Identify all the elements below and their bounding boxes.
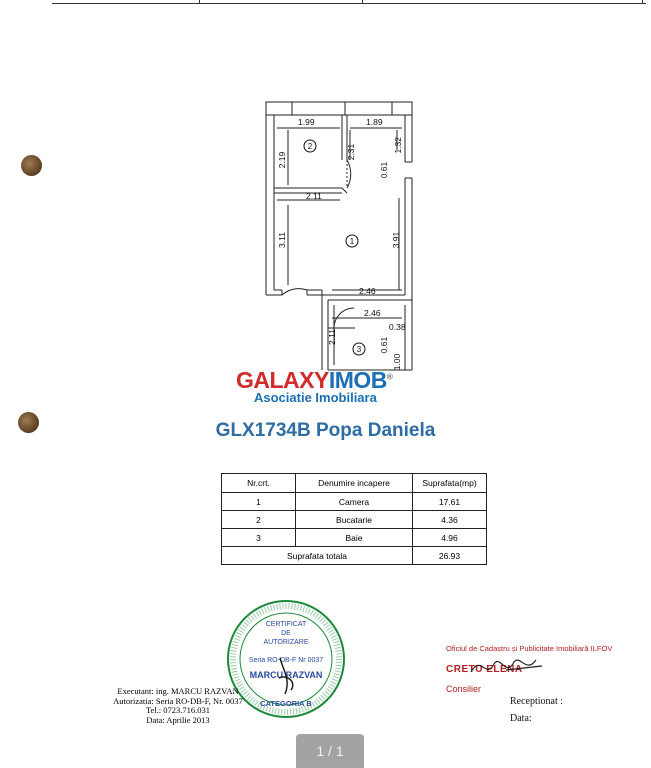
- executant-date: Data: Aprilie 2013: [146, 714, 210, 725]
- executant-name: Executant: ing. MARCU RAZVAN: [117, 686, 239, 696]
- logo-subtitle: Asociatie Imobiliara: [254, 390, 377, 405]
- authorization-stamp: CERTIFICAT DE AUTORIZARE Seria RO-DB-F N…: [227, 600, 345, 718]
- table-cell: 4.96: [412, 528, 487, 547]
- dim-label: 3.11: [277, 232, 287, 248]
- previous-page-edge: [52, 0, 646, 4]
- total-label: Suprafata totala: [221, 546, 413, 565]
- dim-label: 3.91: [391, 231, 401, 248]
- dim-label: 0.38: [389, 322, 406, 332]
- dim-label: 0.61: [379, 336, 389, 353]
- table-row: 1 Camera 17.61: [221, 492, 487, 511]
- dim-label: 1.00: [392, 353, 402, 370]
- date-label: Data:: [510, 713, 532, 724]
- table-cell: 4.36: [412, 510, 487, 529]
- stamp-line1: CERTIFICAT: [266, 621, 307, 628]
- punch-hole-top: [21, 155, 42, 176]
- table-cell: Baie: [295, 528, 413, 547]
- room-number: 1: [350, 237, 355, 246]
- table-header-row: Nr.crt. Denumire incapere Suprafata(mp): [221, 473, 487, 493]
- galaxyimob-logo: GALAXYIMOB®: [236, 367, 393, 394]
- dim-label: 2.19: [277, 151, 287, 168]
- table-cell: Bucatarie: [295, 510, 413, 529]
- table-cell: 17.61: [412, 492, 487, 511]
- cadastre-office-title: Oficiul de Cadastru și Publicitate Imobi…: [446, 644, 613, 653]
- office-signatory-role: Consilier: [446, 684, 482, 694]
- executant-phone: Tel.: 0723.716.031: [145, 705, 211, 715]
- dim-label: 2.31: [346, 143, 356, 160]
- office-signatory-name: CRETU ELENA: [446, 664, 523, 675]
- dim-label: 0.61: [379, 161, 389, 178]
- table-cell: Camera: [295, 492, 413, 511]
- page-indicator[interactable]: 1 / 1: [296, 734, 364, 768]
- table-total-row: Suprafata totala 26.93: [221, 546, 487, 565]
- listing-title: GLX1734B Popa Daniela: [215, 420, 436, 441]
- handwritten-signature: [470, 659, 543, 673]
- dim-label: 2.11: [327, 329, 337, 345]
- rooms-table: Nr.crt. Denumire incapere Suprafata(mp) …: [221, 473, 487, 565]
- table-cell: 2: [221, 510, 296, 529]
- punch-hole-bottom: [18, 412, 39, 433]
- total-value: 26.93: [412, 546, 487, 565]
- logo-part1: GALAXY: [236, 367, 329, 393]
- dim-label: 2.11: [306, 191, 322, 201]
- registered-mark: ®: [386, 372, 393, 382]
- table-row: 2 Bucatarie 4.36: [221, 510, 487, 529]
- table-cell: 3: [221, 528, 296, 547]
- column-header: Suprafata(mp): [412, 473, 487, 493]
- stamp-line3: AUTORIZARE: [264, 639, 309, 646]
- room-number: 3: [357, 345, 362, 354]
- dim-label: 1.32: [393, 137, 403, 154]
- dim-label: 1.99: [298, 117, 315, 127]
- stamp-category: CATEGORIA B: [260, 699, 312, 708]
- table-row: 3 Baie 4.96: [221, 528, 487, 547]
- dim-label: 2.46: [359, 286, 376, 296]
- room-number: 2: [308, 142, 313, 151]
- floor-plan: 1.99 1.89 1.32 2.19 2.31 0.61 2.11 3.11 …: [265, 101, 413, 371]
- executant-block: Executant: ing. MARCU RAZVAN Autorizatia…: [103, 686, 253, 725]
- logo-part2: IMOB: [328, 367, 388, 393]
- table-cell: 1: [221, 492, 296, 511]
- dim-label: 2.46: [364, 308, 381, 318]
- received-label: Receptionat :: [510, 696, 564, 707]
- stamp-series: Seria RO-DB-F Nr 0037: [249, 657, 323, 664]
- executant-authorization: Autorizatia: Seria RO-DB-F, Nr. 0037: [113, 695, 243, 706]
- column-header: Denumire incapere: [295, 473, 413, 493]
- stamp-line2: DE: [281, 630, 291, 637]
- dim-label: 1.89: [366, 117, 383, 127]
- column-header: Nr.crt.: [221, 473, 296, 493]
